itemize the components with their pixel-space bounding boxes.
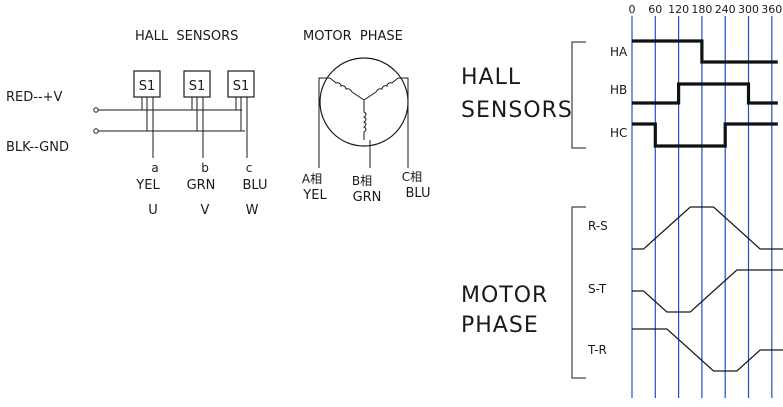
motor-lead-phase: B相 <box>352 174 372 188</box>
motor-symbol <box>318 57 409 168</box>
phase-row-label: R-S <box>588 219 608 233</box>
sensor-chip-label: S1 <box>139 79 156 94</box>
timing-hall-title-line1: HALL <box>461 65 521 90</box>
phase-waveforms: R-S S-T T-R <box>587 206 783 372</box>
hall-wave-HB <box>632 82 778 105</box>
sensor-letter: a <box>151 161 158 175</box>
sensor-a-labels: a YEL U <box>135 161 160 218</box>
timing-hall-title-line2: SENSORS <box>461 98 573 123</box>
phase-bracket <box>571 206 586 379</box>
angle-tick-label: 120 <box>668 3 689 16</box>
hall-sensor-c: S1 <box>227 70 255 158</box>
sensor-chip-label: S1 <box>233 79 250 94</box>
hall-row-label: HC <box>610 126 627 140</box>
hall-wave-HC <box>632 122 778 148</box>
sensor-c-labels: c BLU W <box>242 161 267 218</box>
hall-wave-HA <box>632 39 778 64</box>
angle-tick-label: 360 <box>761 3 782 16</box>
angle-tick-label: 60 <box>648 3 662 16</box>
hall-sensors-title: HALL SENSORS <box>135 29 238 44</box>
motor-phase-title: MOTOR PHASE <box>303 29 403 44</box>
phase-wave-T-R <box>632 328 783 372</box>
angle-grid-lines <box>631 16 773 398</box>
sensor-b-labels: b GRN V <box>187 161 216 218</box>
motor-lead-a-labels: A相 YEL <box>302 172 328 203</box>
phase-row-label: S-T <box>588 282 607 296</box>
phase-wave-R-S <box>632 206 783 250</box>
motor-lead-b-labels: B相 GRN <box>352 174 382 205</box>
phase-wave-S-T <box>632 269 783 313</box>
sensor-wire-color: GRN <box>187 178 216 193</box>
timing-motor-title-line1: MOTOR <box>461 283 548 308</box>
hall-waveforms: HA HB HC <box>610 39 778 148</box>
hall-row-label: HA <box>610 45 628 59</box>
motor-lead-phase: C相 <box>402 170 422 184</box>
blk-supply-label: BLK--GND <box>6 140 69 155</box>
motor-lead-color: YEL <box>302 188 327 203</box>
phase-row-label: T-R <box>587 343 607 357</box>
motor-lead-color: BLU <box>405 186 430 201</box>
angle-tick-label: 300 <box>738 3 759 16</box>
motor-lead-c-labels: C相 BLU <box>402 170 431 201</box>
motor-lead-phase: A相 <box>302 172 322 186</box>
sensor-phase: W <box>246 203 259 218</box>
hall-row-label: HB <box>610 83 627 97</box>
hall-sensor-a: S1 <box>133 70 161 158</box>
hall-sensor-b: S1 <box>183 70 211 158</box>
angle-tick-label: 180 <box>691 3 712 16</box>
sensor-wire-color: YEL <box>135 178 160 193</box>
timing-motor-title-line2: PHASE <box>461 313 539 338</box>
sensor-phase: U <box>148 203 158 218</box>
sensor-wire-color: BLU <box>242 178 267 193</box>
supply-bus-wires <box>93 107 245 134</box>
hall-bracket <box>571 41 586 149</box>
sensor-chip-label: S1 <box>189 79 206 94</box>
angle-tick-label: 0 <box>629 3 636 16</box>
sensor-letter: b <box>201 161 209 175</box>
sensor-phase: V <box>201 203 210 218</box>
sensor-letter: c <box>246 161 253 175</box>
motor-lead-color: GRN <box>353 190 382 205</box>
angle-tick-label: 240 <box>715 3 736 16</box>
red-supply-label: RED--+V <box>6 90 63 105</box>
